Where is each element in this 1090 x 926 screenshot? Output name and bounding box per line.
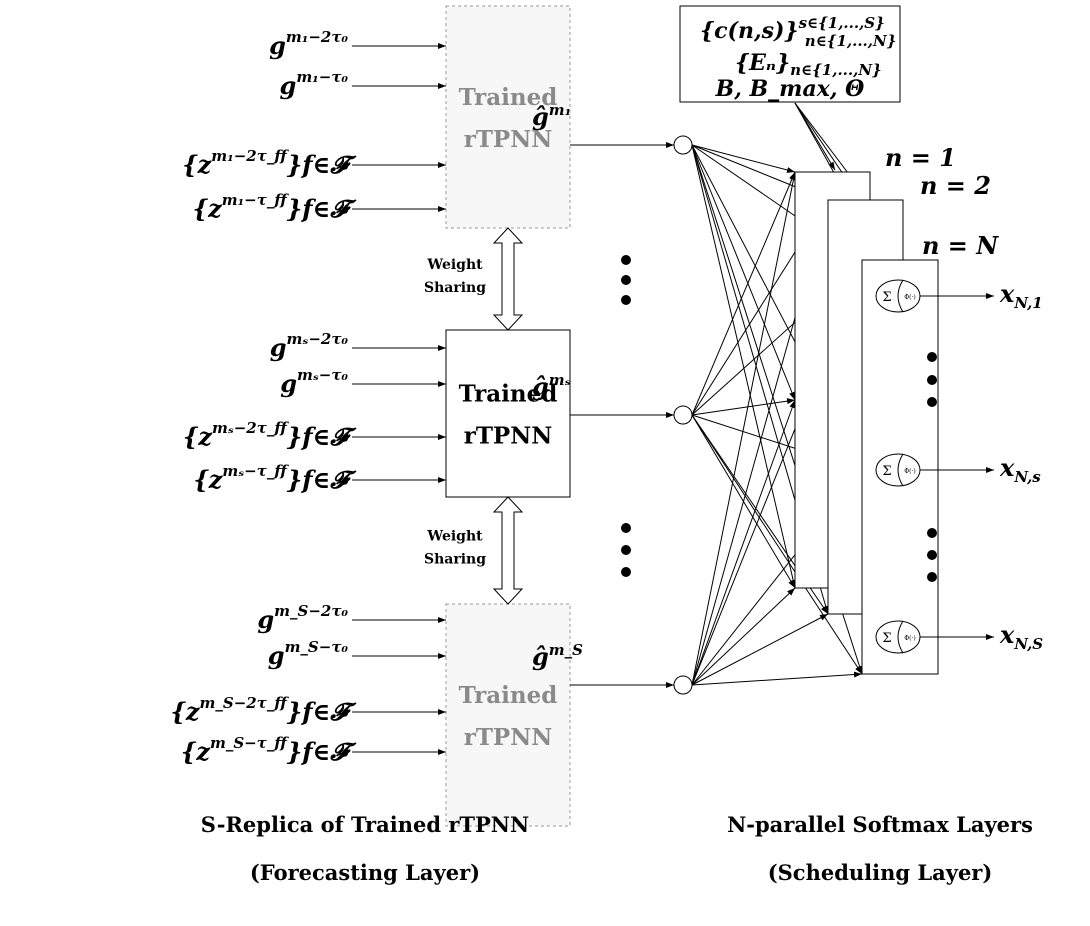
svg-text:Φ(·): Φ(·)	[904, 468, 916, 475]
forecast-node	[673, 135, 693, 155]
forecast-output-label: ĝm₁	[532, 101, 571, 131]
ellipsis-dot	[621, 545, 631, 555]
ellipsis-dot	[927, 528, 937, 538]
svg-text:Sharing: Sharing	[424, 552, 486, 568]
rtpnn-block-3: Trained rTPNN gm_S−2τ₀ gm_S−τ₀ {zm_S−2τ_ff}f…	[170, 602, 693, 827]
svg-text:Φ(·): Φ(·)	[904, 635, 916, 642]
ellipsis-dot	[621, 523, 631, 533]
forecast-node	[673, 405, 693, 425]
input-label: {zm₁−τ_ff}f∈𝓕	[193, 191, 358, 223]
input-label: {zm_S−2τ_ff}f∈𝓕	[170, 694, 357, 726]
block-subtitle: rTPNN	[464, 724, 553, 751]
schedule-output-label: xN,S	[999, 620, 1043, 653]
forecast-output-label: ĝm_S	[532, 641, 583, 671]
input-label: gm₁−2τ₀	[269, 28, 348, 60]
input-label: {zm_S−τ_ff}f∈𝓕	[181, 734, 357, 766]
input-label: gm_S−2τ₀	[257, 602, 348, 634]
svg-text:N-parallel Softmax Layers: N-parallel Softmax Layers	[727, 812, 1033, 837]
svg-text:S-Replica of Trained rTPNN: S-Replica of Trained rTPNN	[201, 812, 529, 837]
svg-text:Σ: Σ	[882, 631, 891, 646]
ellipsis-dot	[927, 550, 937, 560]
schedule-output-label: xN,s	[999, 453, 1041, 486]
input-label: {zmₛ−τ_ff}f∈𝓕	[193, 462, 357, 494]
forecast-output-label: ĝmₛ	[532, 371, 571, 401]
block-title: Trained	[459, 84, 558, 111]
ellipsis-dot	[621, 255, 631, 265]
svg-text:n = 2: n = 2	[920, 171, 991, 200]
softmax-node: Σ Φ(·) xN,S	[875, 620, 1043, 654]
input-label: gm₁−τ₀	[280, 68, 349, 100]
softmax-node: Σ Φ(·) xN,1	[875, 279, 1043, 313]
ellipsis-dot	[621, 295, 631, 305]
input-label: gmₛ−τ₀	[280, 366, 348, 398]
svg-text:(Scheduling Layer): (Scheduling Layer)	[768, 860, 993, 885]
forecast-node	[673, 675, 693, 695]
svg-text:Sharing: Sharing	[424, 280, 486, 296]
svg-text:n = 1: n = 1	[885, 143, 956, 172]
input-label: gmₛ−2τ₀	[270, 330, 349, 362]
input-label: {zmₛ−2τ_ff}f∈𝓕	[183, 419, 357, 451]
input-label: gm_S−τ₀	[268, 638, 349, 670]
ellipsis-dot	[621, 567, 631, 577]
ellipsis-dot	[927, 375, 937, 385]
ellipsis-dot	[621, 275, 631, 285]
svg-text:Weight: Weight	[426, 257, 483, 273]
svg-text:{c(n,s)}s∈{1,...,S}n∈{1,...,N}: {c(n,s)}s∈{1,...,S}n∈{1,...,N}	[700, 14, 896, 50]
svg-text:{Eₙ}n∈{1,...,N}: {Eₙ}n∈{1,...,N}	[735, 50, 882, 79]
svg-text:B, B_max, Θ: B, B_max, Θ	[715, 76, 865, 102]
schedule-output-label: xN,1	[999, 279, 1043, 312]
rtpnn-block-1: Trained rTPNN gm₁−2τ₀ gm₁−τ₀ {zm₁−2τ_ff}f∈𝓕 {…	[182, 5, 693, 229]
svg-text:n = N: n = N	[922, 231, 999, 260]
block-subtitle: rTPNN	[464, 423, 553, 450]
ellipsis-dot	[927, 397, 937, 407]
input-label: {zm₁−2τ_ff}f∈𝓕	[182, 147, 357, 179]
block-subtitle: rTPNN	[464, 126, 553, 153]
ellipsis-dot	[927, 352, 937, 362]
ellipsis-dot	[927, 572, 937, 582]
svg-text:Σ: Σ	[882, 464, 891, 479]
svg-text:Weight: Weight	[426, 529, 483, 545]
svg-text:Φ(·): Φ(·)	[904, 294, 916, 301]
rtpnn-block-2: Trained rTPNN gmₛ−2τ₀ gmₛ−τ₀ {zmₛ−2τ_ff}f∈𝓕 {…	[183, 329, 693, 498]
softmax-node: Σ Φ(·) xN,s	[875, 453, 1041, 487]
parameters-box: {c(n,s)}s∈{1,...,S}n∈{1,...,N} {Eₙ}n∈{1,…	[679, 5, 901, 103]
svg-text:(Forecasting Layer): (Forecasting Layer)	[250, 860, 480, 885]
bottom-captions: S-Replica of Trained rTPNN (Forecasting …	[201, 812, 1033, 885]
block-title: Trained	[459, 682, 558, 709]
block-title: Trained	[459, 381, 558, 408]
svg-text:Σ: Σ	[882, 290, 891, 305]
